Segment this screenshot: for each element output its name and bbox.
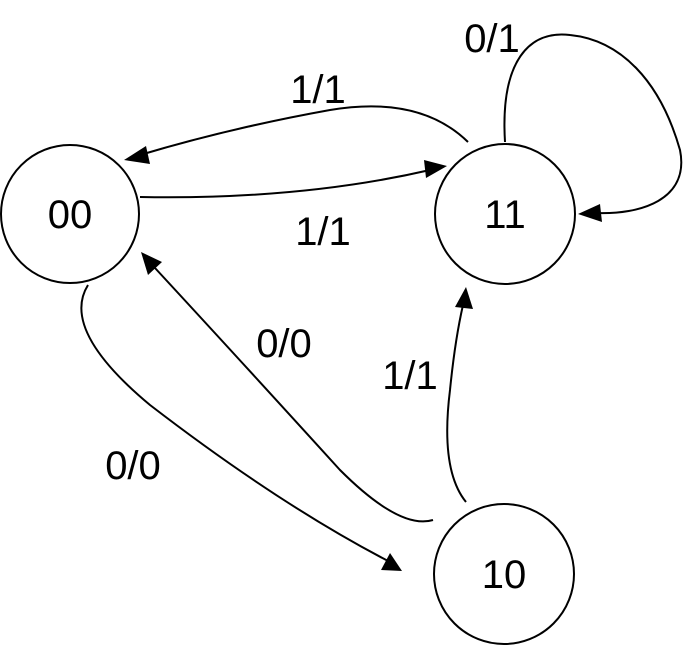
state-00: 00 bbox=[0, 144, 140, 284]
edge-11-to-00-label: 1/1 bbox=[290, 68, 346, 112]
state-00-label: 00 bbox=[48, 193, 93, 237]
state-11: 11 bbox=[434, 143, 576, 285]
edge-10-to-00-arrowhead bbox=[141, 252, 162, 275]
edge-00-to-10-label: 0/0 bbox=[105, 444, 161, 488]
edge-00-to-10 bbox=[80, 284, 391, 563]
edge-11-self-loop-arrowhead bbox=[578, 204, 602, 222]
edge-10-to-11-arrowhead bbox=[455, 287, 473, 309]
edge-10-to-00 bbox=[154, 267, 434, 523]
edge-00-to-11-label: 1/1 bbox=[295, 210, 351, 254]
edge-00-to-10-arrowhead bbox=[381, 553, 402, 571]
edge-10-to-00-label: 0/0 bbox=[256, 322, 312, 366]
state-10: 10 bbox=[433, 503, 575, 645]
edge-11-to-00-arrowhead bbox=[124, 146, 150, 164]
edge-10-to-11 bbox=[446, 304, 467, 503]
state-10-label: 10 bbox=[482, 553, 527, 597]
edge-00-to-11 bbox=[139, 169, 431, 199]
edge-11-to-00 bbox=[139, 105, 469, 156]
edge-00-to-11-arrowhead bbox=[424, 160, 447, 178]
edge-11-self-loop bbox=[503, 33, 683, 215]
state-00-circle bbox=[0, 144, 140, 284]
state-11-label: 11 bbox=[484, 193, 526, 237]
state-10-circle bbox=[433, 503, 575, 645]
state-11-circle bbox=[434, 143, 576, 285]
edge-10-to-11-label: 1/1 bbox=[382, 354, 438, 398]
edge-11-self-loop-label: 0/1 bbox=[464, 17, 520, 61]
